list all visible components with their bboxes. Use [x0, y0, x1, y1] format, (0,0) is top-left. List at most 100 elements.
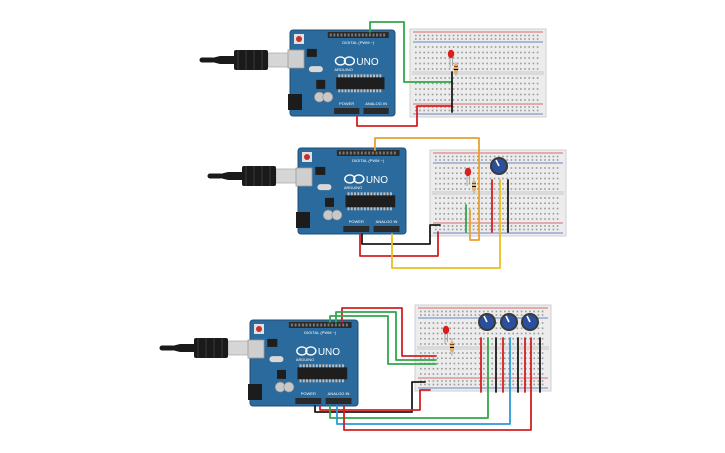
jumper-wire[interactable] [314, 381, 426, 413]
resistor[interactable] [454, 62, 458, 76]
chip-pin [376, 207, 379, 211]
chip-pin [312, 379, 315, 383]
arduino-logo-icon [343, 56, 356, 66]
chip-pin [338, 74, 341, 78]
chip-pin [389, 207, 392, 211]
usb-chip [315, 166, 326, 175]
header-pin [376, 33, 379, 37]
analog-label: ANALOG IN [376, 219, 398, 224]
chip-pin [373, 89, 376, 93]
header-pin [312, 323, 315, 327]
chip-pin [357, 192, 360, 196]
chip-pin [302, 364, 305, 368]
reset-button-cap[interactable] [304, 154, 310, 160]
jumper-wire[interactable] [329, 315, 437, 365]
header-pin [393, 151, 396, 155]
resistor[interactable] [472, 178, 476, 194]
chip-pin [347, 192, 350, 196]
chip-pin [325, 379, 328, 383]
chip-pin [383, 192, 386, 196]
chip-pin [347, 89, 350, 93]
chip-pin [306, 379, 309, 383]
board-logo-text: UNO [318, 347, 340, 358]
breadboard [409, 28, 547, 118]
potentiometer[interactable] [478, 313, 496, 331]
resistor-band [472, 183, 476, 184]
chip-pin [360, 207, 363, 211]
chip-pin [379, 74, 382, 78]
led-body[interactable] [464, 167, 472, 177]
board-logo-text: UNO [366, 175, 388, 186]
header-pin [316, 323, 319, 327]
header-pin [358, 33, 361, 37]
chip-pin [332, 379, 335, 383]
header-pin [383, 33, 386, 37]
led[interactable] [442, 325, 450, 344]
chip-pin [328, 364, 331, 368]
jumper-wire[interactable] [329, 337, 489, 419]
chip-pin [363, 89, 366, 93]
header-pin [371, 151, 374, 155]
header-pin [349, 151, 352, 155]
jumper-wire[interactable] [361, 224, 441, 245]
header-pin [342, 151, 345, 155]
chip-pin [325, 364, 328, 368]
jumper-wire[interactable] [369, 21, 453, 83]
board-brand-text: ARDUINO [334, 67, 352, 72]
led-body[interactable] [447, 49, 455, 59]
header-pin [360, 151, 363, 155]
header-pin [342, 323, 345, 327]
chip-pin [341, 74, 344, 78]
analog-header [325, 398, 352, 404]
header-pin [338, 323, 341, 327]
potentiometer[interactable] [500, 313, 518, 331]
analog-label: ANALOG IN [328, 391, 350, 396]
potentiometer[interactable] [521, 313, 539, 331]
chip-pin [370, 192, 373, 196]
led-body[interactable] [442, 325, 450, 335]
led[interactable] [464, 167, 472, 186]
chip-pin [341, 364, 344, 368]
header-pin [334, 323, 337, 327]
jumper-wire[interactable] [359, 231, 439, 257]
jumper-wire[interactable] [391, 179, 501, 269]
header-pin [346, 151, 349, 155]
header-pin [347, 33, 350, 37]
chip-pin [376, 74, 379, 78]
resistor-band [454, 66, 458, 67]
chip-pin [373, 74, 376, 78]
capacitor [331, 209, 343, 221]
regulator-chip [277, 369, 286, 379]
chip-pin [367, 207, 370, 211]
jumper-wire[interactable] [336, 337, 511, 425]
jumper-wire[interactable] [374, 137, 480, 241]
header-pin [344, 33, 347, 37]
power-label: POWER [349, 219, 364, 224]
reset-button-cap[interactable] [256, 326, 262, 332]
led[interactable] [447, 49, 455, 68]
usb-plug-body [242, 166, 276, 186]
jumper-wire[interactable] [343, 337, 532, 431]
usb-plug-metal [227, 340, 251, 356]
usb-cable-strain [220, 172, 242, 180]
jumper-wire[interactable] [319, 389, 431, 411]
chip-pin [373, 192, 376, 196]
chip-pin [309, 364, 312, 368]
chip-pin [389, 192, 392, 196]
chip-pin [328, 379, 331, 383]
header-pin [336, 33, 339, 37]
chip-pin [354, 89, 357, 93]
resistor[interactable] [450, 338, 454, 356]
potentiometer[interactable] [490, 157, 508, 175]
header-pin [365, 33, 368, 37]
jumper-wire[interactable] [356, 105, 453, 127]
header-pin [327, 323, 330, 327]
reset-button-cap[interactable] [296, 36, 302, 42]
header-pin [331, 323, 334, 327]
chip-pin [344, 74, 347, 78]
chip-pin [347, 207, 350, 211]
crystal [269, 356, 284, 363]
